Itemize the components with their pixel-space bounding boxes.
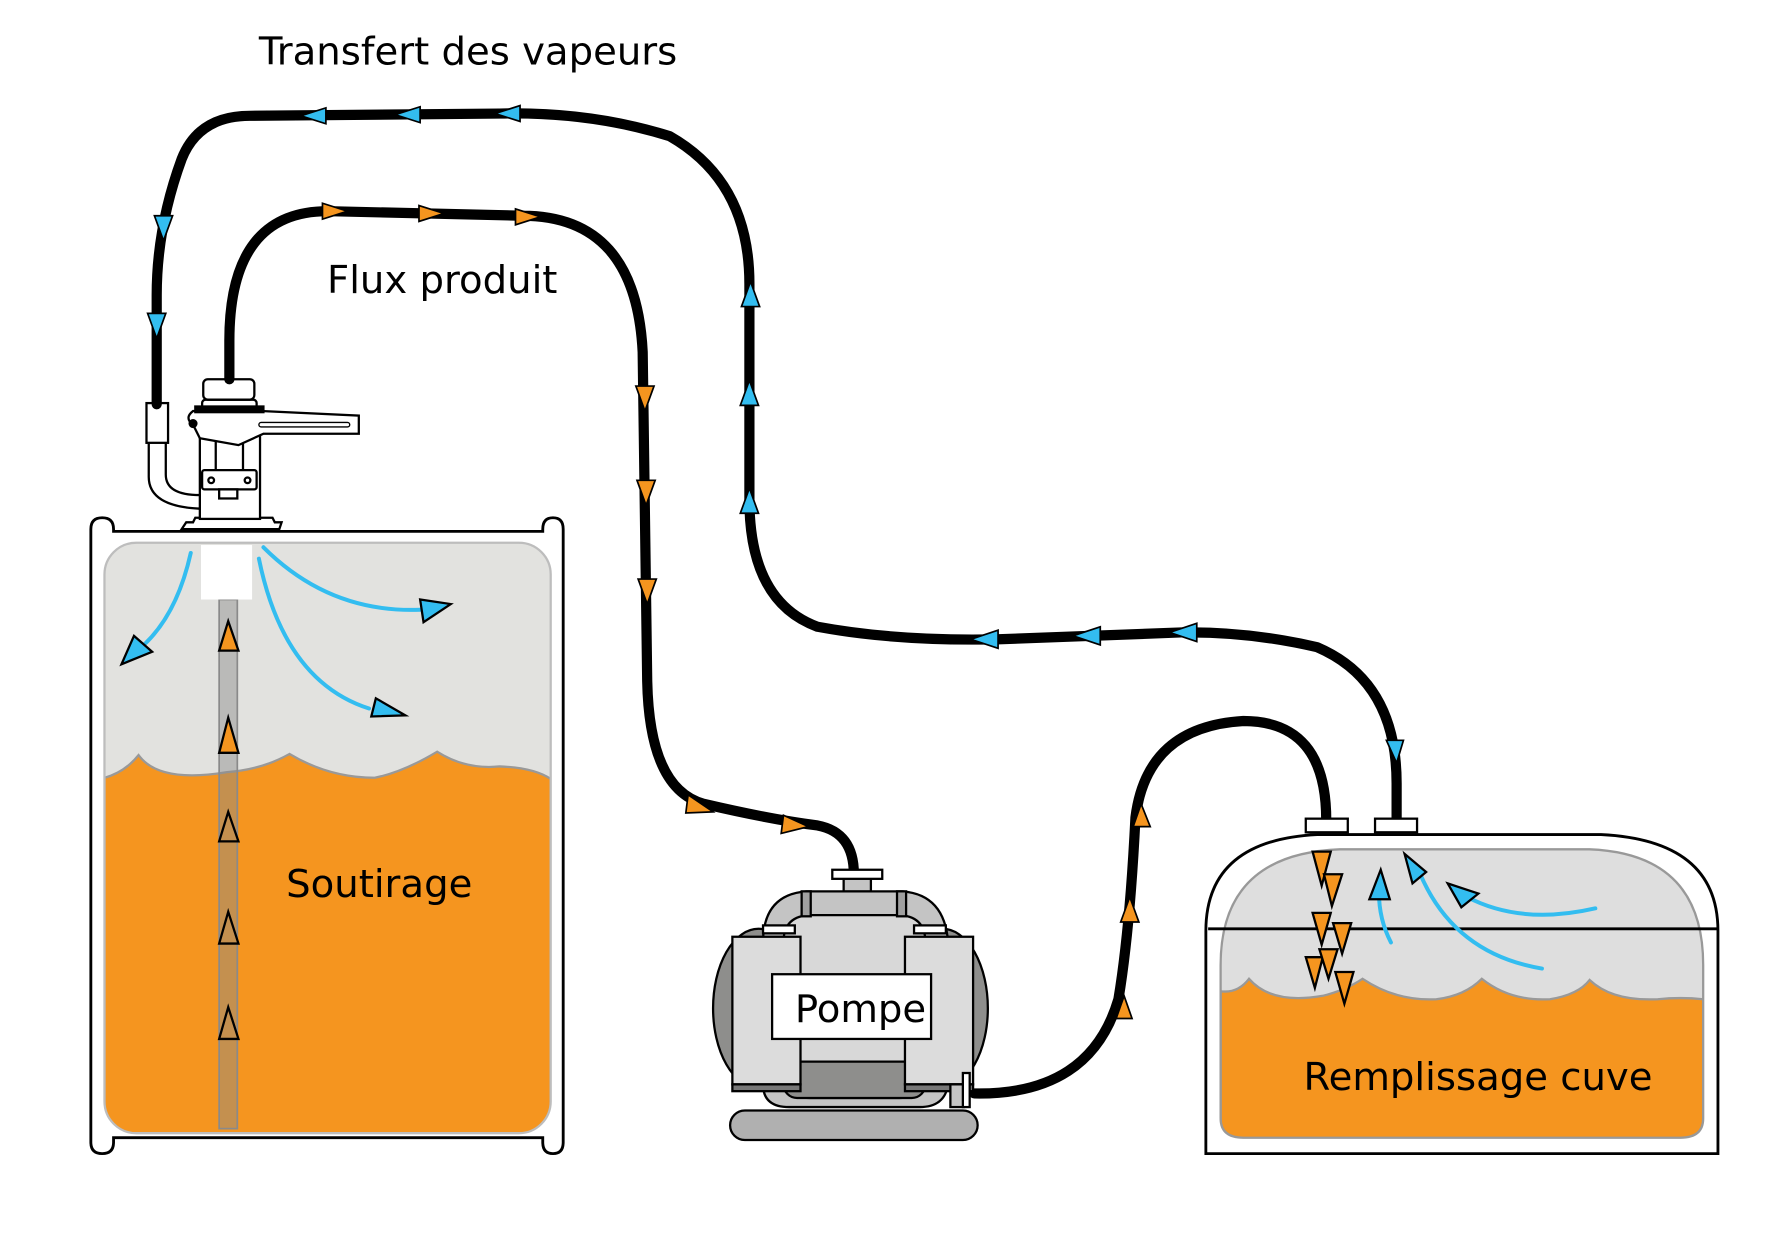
product-arrow (217, 617, 241, 754)
product-liquid (104, 750, 551, 1134)
dip-tube (218, 598, 239, 1130)
pump-label: Pompe (795, 987, 926, 1032)
dispensing-pump-head (145, 378, 360, 531)
destination-tank: Remplissage cuve (1204, 817, 1720, 1156)
product-hose-arrows (321, 202, 1152, 1020)
vapor-arrow (1367, 850, 1481, 909)
pump-base (728, 1109, 979, 1142)
product-arrow-submerged (217, 808, 241, 1041)
product-liquid (1220, 976, 1704, 1138)
source-tank: Soutirage (89, 516, 565, 1156)
pump-label-box (770, 973, 933, 1041)
fill-connector (1304, 817, 1349, 834)
source-tank-label: Soutirage (286, 862, 472, 907)
transfer-pump: Pompe (711, 868, 989, 1142)
product-suction-hose (224, 206, 859, 880)
vapor-arrow (119, 598, 454, 718)
destination-tank-label: Remplissage cuve (1304, 1055, 1653, 1100)
vapor-transfer-label: Transfert des vapeurs (258, 30, 677, 75)
product-arrow (1304, 850, 1355, 1008)
vapor-hose-arrows (146, 104, 1405, 766)
product-flow-label: Flux produit (327, 258, 557, 303)
tank-bung (200, 545, 253, 600)
vapor-connector (1373, 817, 1419, 834)
